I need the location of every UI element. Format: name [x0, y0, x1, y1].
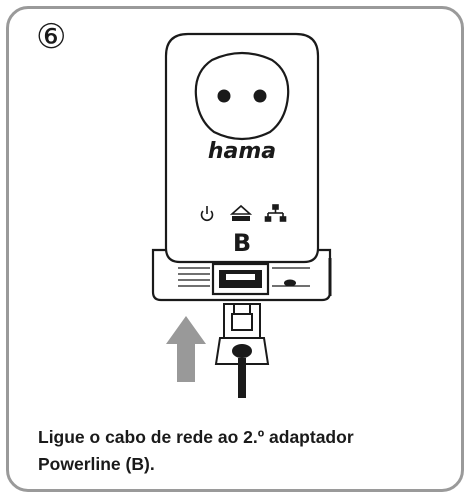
ethernet-icon [264, 204, 287, 222]
instruction-line-2: Powerline (B). [38, 454, 155, 474]
adapter-label: B [233, 229, 251, 257]
ethernet-port [211, 262, 270, 296]
reset-button [284, 279, 296, 287]
instruction-line-1: Ligue o cabo de rede ao 2.º adaptador [38, 427, 354, 447]
instruction-text: Ligue o cabo de rede ao 2.º adaptador Po… [38, 424, 438, 478]
power-icon [200, 206, 214, 222]
brand-logo: hama [208, 139, 276, 164]
schuko-socket [194, 51, 290, 141]
socket-hole-right [253, 89, 267, 103]
network-cable-plug [214, 303, 270, 398]
insert-arrow [166, 316, 206, 382]
socket-hole-left [217, 89, 231, 103]
step-number: ⑥ [36, 17, 66, 57]
powerline-icon [229, 204, 253, 221]
